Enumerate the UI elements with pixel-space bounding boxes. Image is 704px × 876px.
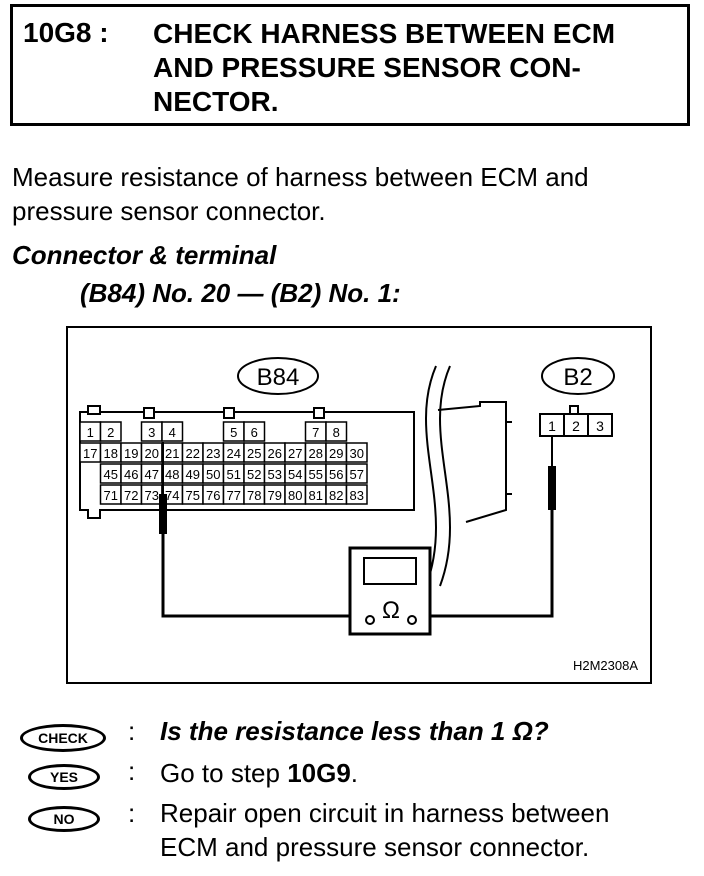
yes-next-step-link: 10G9 [287, 758, 351, 788]
ecm-pin-1: 1 [87, 425, 94, 440]
ecm-pin-17: 17 [83, 446, 97, 461]
ecm-pin-83-cell [345, 484, 368, 505]
check-badge: CHECK [20, 724, 106, 752]
svg-text:B2: B2 [563, 364, 592, 391]
no-answer: Repair open circuit in harness between E… [160, 798, 610, 862]
ecm-pin-49: 49 [186, 467, 200, 482]
ecm-pin-54: 54 [288, 467, 302, 482]
ecm-pin-6-cell [243, 421, 266, 442]
instruction-text: Measure resistance of harness between EC… [12, 162, 589, 226]
ecm-pin-20: 20 [145, 446, 159, 461]
ecm-pin-82: 82 [329, 488, 343, 503]
break-mark [425, 365, 451, 587]
ecm-pin-29: 29 [329, 446, 343, 461]
ecm-pin-74: 74 [165, 488, 179, 503]
yes-badge: YES [28, 764, 100, 790]
ohmmeter-icon: Ω [348, 546, 432, 636]
ecm-pin-55: 55 [309, 467, 323, 482]
ecm-pin-73: 73 [145, 488, 159, 503]
ecm-pin-2: 2 [107, 425, 114, 440]
figure-id: H2M2308A [573, 658, 638, 673]
ecm-pin-5: 5 [230, 425, 237, 440]
step-number: 10G8 : [23, 17, 109, 48]
wire-right [426, 510, 554, 618]
ecm-pin-79: 79 [268, 488, 282, 503]
sensor-connector-label: B2 [541, 357, 615, 395]
ecm-pin-30-cell [345, 442, 368, 463]
ecm-pin-26: 26 [268, 446, 282, 461]
ecm-housing-extension [437, 401, 512, 523]
ecm-pin-3: 3 [148, 425, 155, 440]
ecm-pin-81: 81 [309, 488, 323, 503]
svg-text:B84: B84 [257, 364, 300, 391]
ecm-pin-72: 72 [124, 488, 138, 503]
ecm-connector-label: B84 [237, 357, 319, 395]
check-question: Is the resistance less than 1 Ω? [160, 716, 549, 746]
ecm-pin-57: 57 [350, 467, 364, 482]
sensor-pin-labels: 1 2 3 [548, 418, 604, 434]
ecm-pin-18: 18 [104, 446, 118, 461]
ecm-pin-83: 83 [350, 488, 364, 503]
ecm-pin-25: 25 [247, 446, 261, 461]
ecm-pin-28: 28 [309, 446, 323, 461]
ecm-pin-30: 30 [350, 446, 364, 461]
sensor-connector [539, 405, 613, 437]
ecm-pin-80: 80 [288, 488, 302, 503]
no-colon: : [128, 798, 136, 828]
check-colon: : [128, 716, 136, 746]
connector-heading: Connector & terminal [12, 240, 277, 270]
probe-left [159, 442, 167, 534]
ecm-pin-51: 51 [227, 467, 241, 482]
ecm-pin-23: 23 [206, 446, 220, 461]
wire-left [161, 534, 366, 618]
ecm-pin-56: 56 [329, 467, 343, 482]
ecm-pin-6: 6 [251, 425, 258, 440]
ecm-pin-53: 53 [268, 467, 282, 482]
no-badge: NO [28, 806, 100, 832]
ecm-pin-57-cell [345, 463, 368, 484]
ecm-pin-50: 50 [206, 467, 220, 482]
ecm-pin-8-cell [325, 421, 348, 442]
ecm-pin-21: 21 [165, 446, 179, 461]
ecm-pin-4: 4 [169, 425, 176, 440]
ecm-pin-2-cell [99, 421, 122, 442]
yes-answer: Go to step 10G9. [160, 758, 359, 788]
ecm-pin-8: 8 [333, 425, 340, 440]
ecm-pin-46: 46 [124, 467, 138, 482]
probe-right [548, 436, 556, 510]
ecm-pin-27: 27 [288, 446, 302, 461]
ecm-pin-4-cell [161, 421, 184, 442]
sensor-pin-1: 1 [548, 418, 556, 434]
sensor-pin-2: 2 [572, 418, 580, 434]
ecm-pin-22: 22 [186, 446, 200, 461]
ecm-pin-52: 52 [247, 467, 261, 482]
sensor-pin-3: 3 [596, 418, 604, 434]
ecm-pin-19: 19 [124, 446, 138, 461]
ecm-pin-77: 77 [227, 488, 241, 503]
ecm-pin-75: 75 [186, 488, 200, 503]
ecm-pin-76: 76 [206, 488, 220, 503]
ecm-pin-48: 48 [165, 467, 179, 482]
ecm-pin-24: 24 [227, 446, 241, 461]
ecm-pin-7: 7 [312, 425, 319, 440]
ecm-pin-71: 71 [104, 488, 118, 503]
step-title: CHECK HARNESS BETWEEN ECM AND PRESSURE S… [153, 18, 616, 117]
ecm-pin-47: 47 [145, 467, 159, 482]
svg-text:Ω: Ω [382, 597, 400, 624]
connector-terminals: (B84) No. 20 — (B2) No. 1: [80, 278, 401, 308]
ecm-pin-78: 78 [247, 488, 261, 503]
yes-colon: : [128, 756, 136, 786]
step-header-box: 10G8 : CHECK HARNESS BETWEEN ECM AND PRE… [10, 4, 690, 126]
ecm-pin-45: 45 [104, 467, 118, 482]
